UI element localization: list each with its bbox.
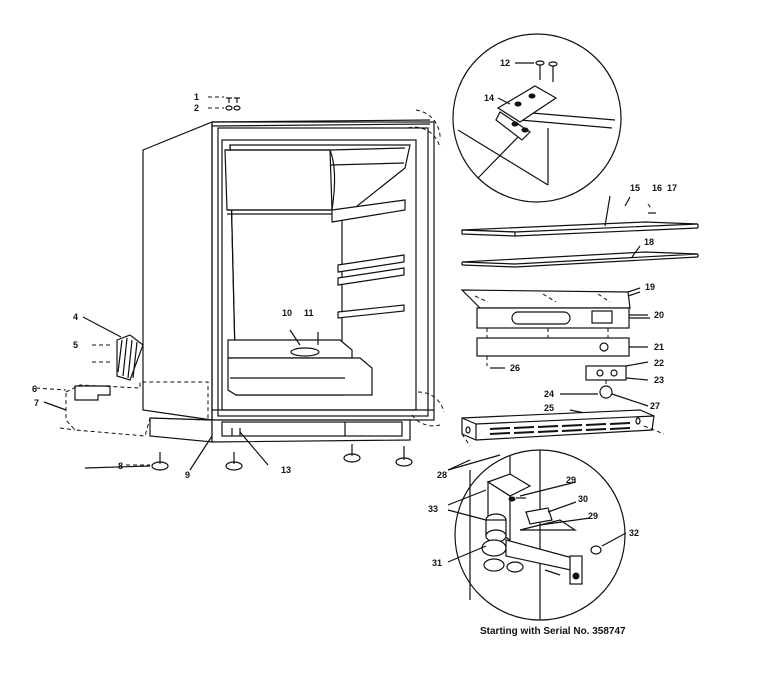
hinge-detail-view bbox=[452, 33, 622, 203]
callout-8: 8 bbox=[118, 461, 123, 471]
callout-1: 1 bbox=[194, 92, 199, 102]
callout-leaders bbox=[84, 196, 650, 471]
callout-23: 23 bbox=[654, 375, 664, 385]
callout-26: 26 bbox=[510, 363, 520, 373]
callout-29b: 29 bbox=[588, 511, 598, 521]
callout-33: 33 bbox=[428, 504, 438, 514]
bottom-hinge-detail-view bbox=[447, 449, 627, 621]
control-housing bbox=[35, 381, 209, 437]
top-hinge-screws bbox=[208, 96, 241, 111]
callout-25: 25 bbox=[544, 403, 554, 413]
callout-20: 20 bbox=[654, 310, 664, 320]
callout-13: 13 bbox=[281, 465, 291, 475]
callout-15: 15 bbox=[630, 183, 640, 193]
callout-2: 2 bbox=[194, 103, 199, 113]
thermostat-knob bbox=[82, 316, 144, 381]
callout-19: 19 bbox=[645, 282, 655, 292]
callout-12: 12 bbox=[500, 58, 510, 68]
front-grille bbox=[461, 409, 665, 447]
callout-5: 5 bbox=[73, 340, 78, 350]
callout-11: 11 bbox=[304, 308, 314, 318]
callout-7: 7 bbox=[34, 398, 39, 408]
door-panels bbox=[461, 195, 699, 268]
callout-4: 4 bbox=[73, 312, 78, 322]
serial-number-caption: Starting with Serial No. 358747 bbox=[480, 626, 626, 637]
callout-28: 28 bbox=[437, 470, 447, 480]
callout-18: 18 bbox=[644, 237, 654, 247]
grille-slots bbox=[489, 422, 631, 435]
callout-17: 17 bbox=[667, 183, 677, 193]
callout-6: 6 bbox=[32, 384, 37, 394]
callout-27: 27 bbox=[650, 401, 660, 411]
callout-24: 24 bbox=[544, 389, 554, 399]
leveling-feet bbox=[126, 444, 413, 471]
callout-10: 10 bbox=[282, 308, 292, 318]
callout-21: 21 bbox=[654, 342, 664, 352]
cabinet-leaders bbox=[189, 431, 269, 471]
callout-30: 30 bbox=[578, 494, 588, 504]
refrigerator-cabinet bbox=[142, 109, 445, 443]
callout-22: 22 bbox=[654, 358, 664, 368]
callout-29a: 29 bbox=[566, 475, 576, 485]
callout-14: 14 bbox=[484, 93, 494, 103]
callout-31: 31 bbox=[432, 558, 442, 568]
callout-9: 9 bbox=[185, 470, 190, 480]
callout-labels: 1 2 4 5 6 7 8 9 10 11 12 13 14 15 16 17 … bbox=[32, 58, 677, 637]
callout-16: 16 bbox=[652, 183, 662, 193]
freezer-door-assembly bbox=[460, 287, 649, 415]
callout-32: 32 bbox=[629, 528, 639, 538]
